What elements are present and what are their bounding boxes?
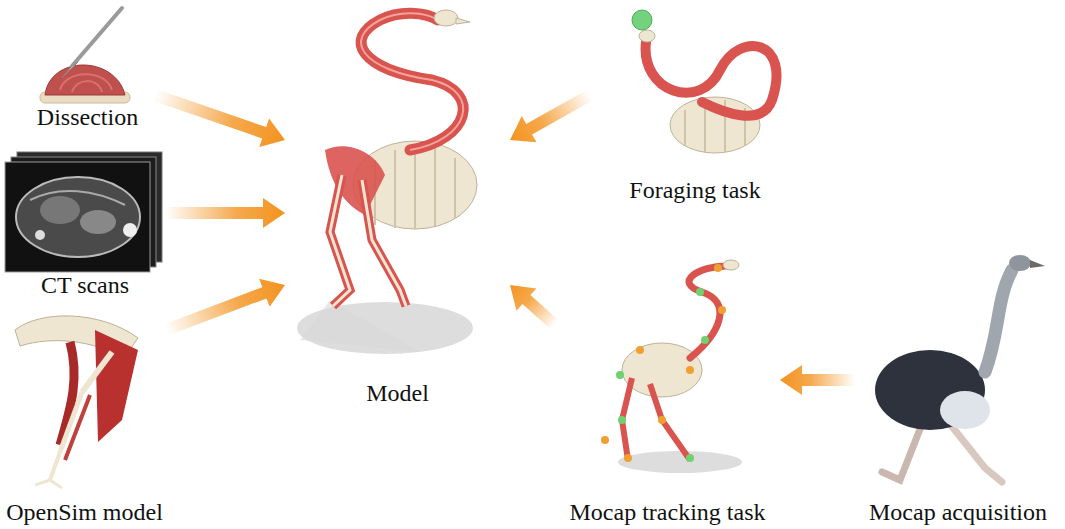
- ostrich-photo: [875, 255, 1045, 482]
- figure-panel: OpenSim model: [3, 305, 166, 527]
- flow-arrow: [510, 285, 559, 330]
- dissection-icon: [40, 8, 130, 103]
- figure-caption: CT scans: [5, 270, 165, 300]
- flow-arrow: [510, 90, 593, 143]
- foraging-figure: [632, 10, 776, 153]
- figure-panel: Mocap acquisition: [855, 245, 1061, 527]
- figure-caption: Model: [285, 378, 510, 408]
- figure-panel: Model: [285, 0, 510, 408]
- figure-panel: CT scans: [5, 150, 165, 300]
- figure-caption: Mocap acquisition: [855, 497, 1061, 527]
- flow-arrow: [780, 365, 855, 395]
- figure-panel: Dissection: [20, 0, 155, 132]
- figure-caption: OpenSim model: [3, 497, 166, 527]
- figure-panel: Foraging task: [590, 0, 800, 205]
- flow-arrow: [153, 89, 285, 147]
- opensim-leg: [15, 316, 138, 488]
- tracking-figure: [601, 260, 742, 473]
- ct-scan-stack: [5, 152, 162, 272]
- ostrich-model: [297, 10, 477, 354]
- flow-arrow: [165, 198, 285, 228]
- flow-arrow: [164, 279, 285, 336]
- figure-caption: Mocap tracking task: [555, 497, 780, 527]
- figure-caption: Foraging task: [590, 175, 800, 205]
- figure-panel: Mocap tracking task: [555, 245, 780, 527]
- figure-caption: Dissection: [20, 102, 155, 132]
